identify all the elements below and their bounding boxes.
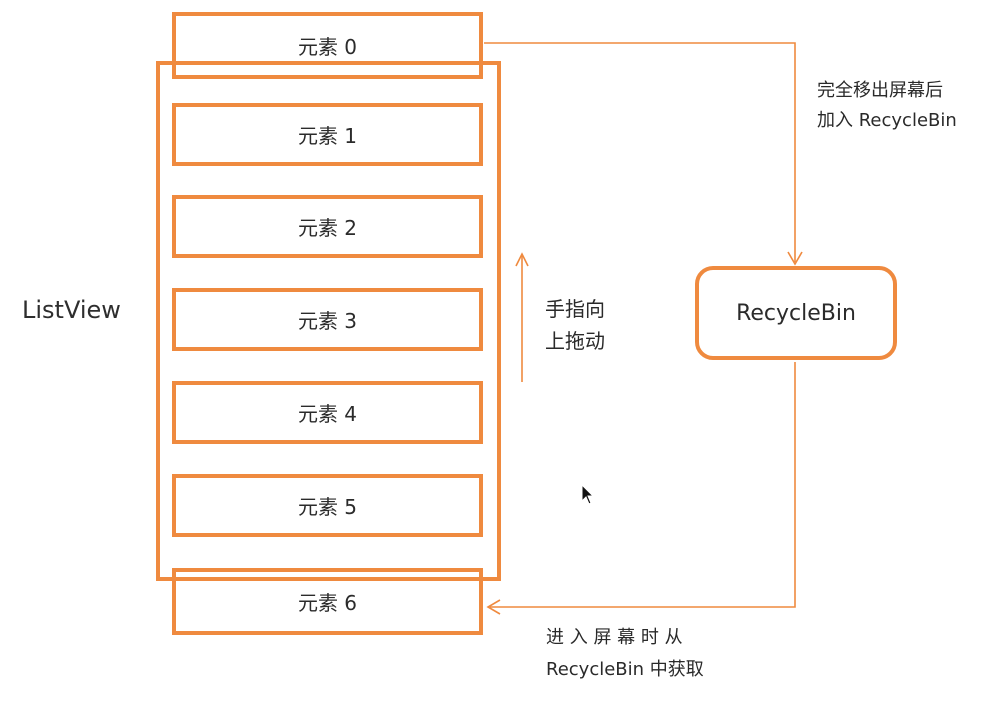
list-item-label: 元素 2 xyxy=(297,216,358,240)
list-item-label: 元素 0 xyxy=(297,35,358,59)
drag-hint: 手指向 上拖动 xyxy=(545,293,605,357)
listview-label: ListView xyxy=(22,296,121,324)
list-item-5: 元素 5 xyxy=(172,474,483,537)
enter-note: 进 入 屏 幕 时 从 RecycleBin 中获取 xyxy=(546,622,704,686)
list-item-label: 元素 5 xyxy=(297,495,358,519)
list-item-3: 元素 3 xyxy=(172,288,483,351)
enter-note-line-1: 进 入 屏 幕 时 从 xyxy=(546,627,683,648)
list-item-2: 元素 2 xyxy=(172,195,483,258)
list-item-6: 元素 6 xyxy=(172,568,483,635)
list-item-label: 元素 4 xyxy=(297,402,358,426)
list-item-4: 元素 4 xyxy=(172,381,483,444)
drag-hint-line-1: 手指向 xyxy=(545,297,605,321)
list-item-label: 元素 3 xyxy=(297,309,358,333)
recyclebin-to-enter-connector xyxy=(490,362,796,608)
list-item-1: 元素 1 xyxy=(172,103,483,166)
list-item-label: 元素 6 xyxy=(297,591,358,615)
enter-note-line-2: RecycleBin 中获取 xyxy=(546,659,704,680)
recyclebin-box: RecycleBin xyxy=(695,266,897,360)
remove-to-recyclebin-connector xyxy=(484,42,796,262)
remove-to-recyclebin-arrowhead xyxy=(787,251,803,266)
recyclebin-to-enter-arrowhead xyxy=(486,599,501,615)
drag-hint-line-2: 上拖动 xyxy=(545,329,605,353)
list-item-0: 元素 0 xyxy=(172,12,483,79)
up-arrow-head xyxy=(515,252,529,267)
list-item-label: 元素 1 xyxy=(297,124,358,148)
recyclebin-label: RecycleBin xyxy=(736,300,856,326)
remove-note: 完全移出屏幕后 加入 RecycleBin xyxy=(817,76,957,136)
remove-note-line-2: 加入 RecycleBin xyxy=(817,110,957,131)
mouse-pointer-icon xyxy=(581,484,595,505)
remove-note-line-1: 完全移出屏幕后 xyxy=(817,80,943,101)
